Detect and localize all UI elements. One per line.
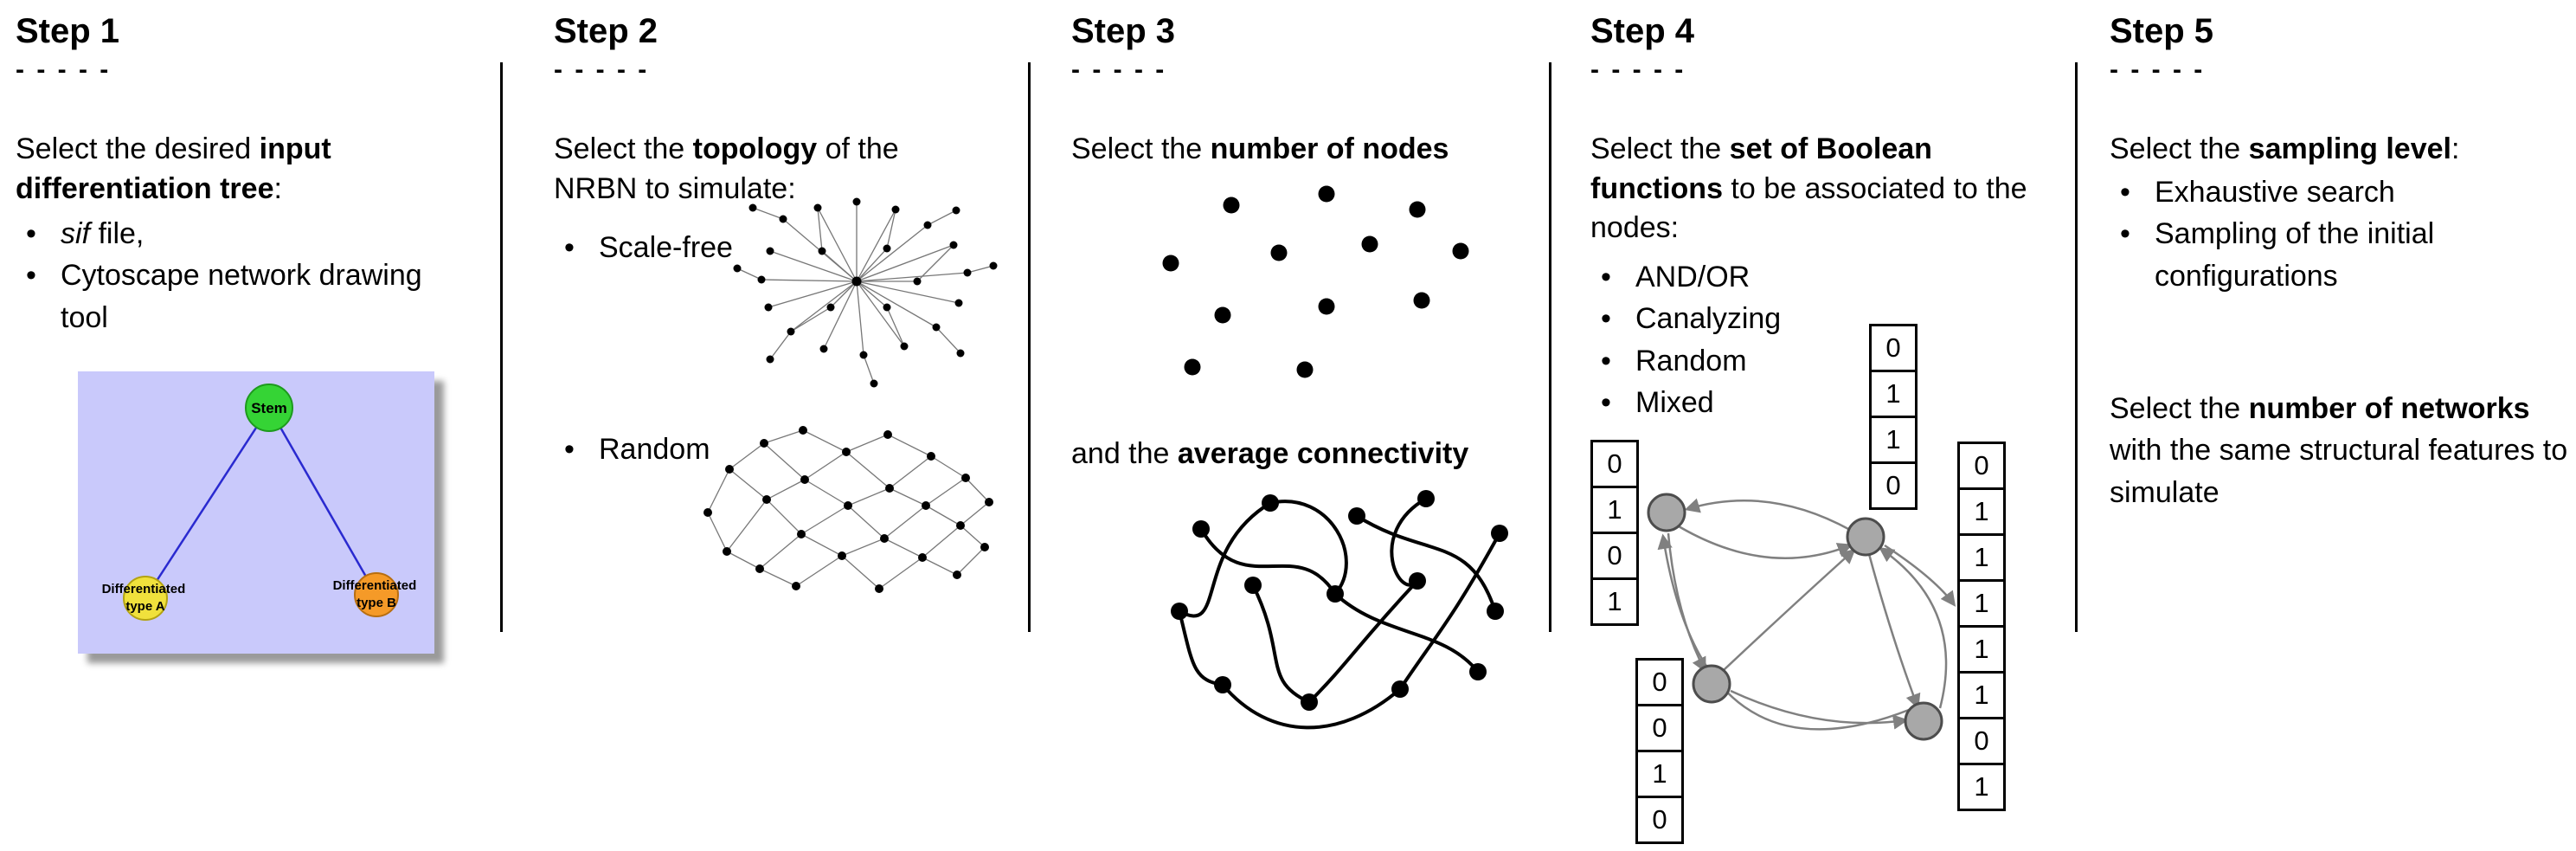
truth-table-cell: 1	[1957, 579, 2006, 628]
step4-intro: Select the set of Boolean functions to b…	[1590, 132, 2027, 245]
network-node	[1846, 517, 1885, 557]
type-a-node	[123, 576, 168, 621]
bullet-scale-free: Scale-free	[554, 227, 733, 269]
truth-table-cell: 0	[1635, 704, 1684, 752]
bullet-item: Exhaustive search	[2110, 171, 2516, 214]
step3-connectivity-text: and the average connectivity	[1071, 437, 1469, 470]
truth-table-cell: 1	[1957, 625, 2006, 674]
step1-intro: Select the desired input differentiation…	[16, 132, 331, 205]
truth-table-cell: 0	[1590, 440, 1639, 488]
connectivity-graphic	[1171, 490, 1508, 730]
step5-dashes: - - - - -	[2110, 55, 2206, 84]
bullet-item: Sampling of the initial configurations	[2110, 213, 2516, 297]
step3-title: Step 3	[1071, 12, 1176, 50]
bullet-item: sif file,	[16, 213, 448, 255]
network-node	[1904, 701, 1943, 741]
step5-column: Step 5 - - - - - Select the sampling lev…	[2110, 0, 2568, 851]
step2-dashes: - - - - -	[554, 55, 650, 84]
bullet-item: Random	[1590, 340, 1980, 383]
truth-table-cell: 1	[1957, 671, 2006, 719]
differentiation-tree-figure: Stem Differentiated type A Differentiate…	[78, 371, 434, 654]
nodes-scatter-graphic	[1162, 185, 1469, 378]
step2-intro: Select the topology of the NRBN to simul…	[554, 132, 899, 205]
step5-networks-text: Select the number of networks with the s…	[2110, 392, 2568, 509]
bullet-item: Canalyzing	[1590, 298, 1980, 340]
step5-title: Step 5	[2110, 12, 2214, 50]
differentiation-tree-graphic: Stem Differentiated type A Differentiate…	[78, 371, 434, 654]
truth-table-cell: 1	[1957, 487, 2006, 536]
step4-title: Step 4	[1590, 12, 1695, 50]
stem-node	[245, 384, 293, 432]
step5-intro: Select the sampling level:	[2110, 132, 2460, 165]
truth-table-cell: 1	[1869, 416, 1918, 464]
column-divider	[2075, 62, 2078, 632]
type-b-node	[354, 572, 399, 617]
truth-table-cell: 1	[1590, 577, 1639, 626]
truth-table-cell: 1	[1957, 763, 2006, 811]
truth-table-cell: 0	[1957, 442, 2006, 490]
network-edges	[1657, 498, 1956, 731]
step1-title: Step 1	[16, 12, 120, 50]
step1-dashes: - - - - -	[16, 55, 112, 84]
step2-title: Step 2	[554, 12, 658, 50]
step1-column: Step 1 - - - - - Select the desired inpu…	[16, 0, 500, 851]
column-divider	[1028, 62, 1031, 632]
step4-dashes: - - - - -	[1590, 55, 1686, 84]
step1-bullet-list: sif file,Cytoscape network drawing tool	[16, 213, 448, 338]
step3-column: Step 3 - - - - - Select the number of no…	[1071, 0, 1543, 851]
truth-table-cell: 1	[1590, 486, 1639, 534]
step4-bullet-list: AND/ORCanalyzingRandomMixed	[1590, 256, 1980, 423]
stem-node-label: Stem	[251, 400, 287, 416]
scale-free-network-figure	[701, 186, 999, 394]
bullet-item: AND/OR	[1590, 256, 1980, 299]
network-node	[1647, 493, 1686, 532]
connectivity-figure	[1140, 481, 1539, 737]
truth-table-cell: 0	[1635, 658, 1684, 706]
step4-column: Step 4 - - - - - Select the set of Boole…	[1590, 0, 2068, 851]
scale-free-network-graphic	[733, 197, 998, 388]
step5-bullet-list: Exhaustive searchSampling of the initial…	[2110, 171, 2516, 297]
truth-table-cell: 1	[1869, 370, 1918, 418]
network-node	[1692, 664, 1731, 704]
type-a-node-label: Differentiated type A	[102, 582, 190, 614]
truth-table-cell: 0	[1635, 796, 1684, 844]
bullet-item: Mixed	[1590, 382, 1980, 424]
truth-table-cell: 0	[1957, 717, 2006, 765]
bullet-random: Random	[554, 429, 710, 471]
bullet-item: Cytoscape network drawing tool	[16, 255, 448, 338]
truth-table-cell: 0	[1590, 532, 1639, 580]
step2-column: Step 2 - - - - - Select the topology of …	[554, 0, 1025, 851]
tree-edges	[144, 407, 378, 599]
truth-table-cell: 1	[1957, 533, 2006, 582]
column-divider	[1549, 62, 1551, 632]
random-network-graphic	[703, 426, 993, 593]
type-b-node-label: Differentiated type B	[333, 578, 421, 610]
step3-intro: Select the number of nodes	[1071, 132, 1449, 165]
boolean-network-graphic	[1647, 493, 1956, 741]
step3-dashes: - - - - -	[1071, 55, 1167, 84]
truth-table-cell: 0	[1869, 324, 1918, 372]
random-network-figure	[691, 409, 998, 616]
truth-table-cell: 0	[1869, 461, 1918, 510]
nodes-scatter-figure	[1140, 184, 1513, 409]
truth-table-cell: 1	[1635, 750, 1684, 798]
column-divider	[500, 62, 503, 632]
